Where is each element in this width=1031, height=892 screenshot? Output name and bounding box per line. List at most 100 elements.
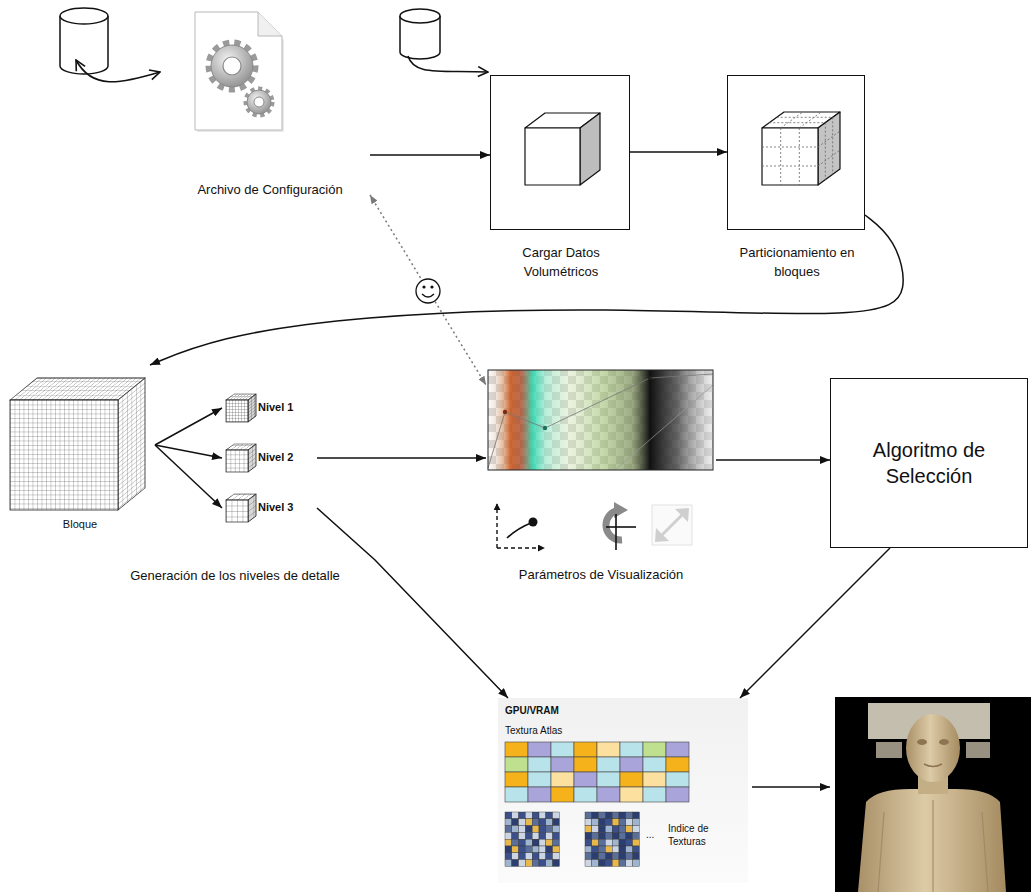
atlas-cell bbox=[597, 772, 620, 787]
level-cube bbox=[248, 444, 256, 472]
index-cell bbox=[592, 819, 599, 826]
atlas-cell bbox=[505, 787, 528, 802]
atlas-cell bbox=[643, 742, 666, 757]
index-cell bbox=[592, 812, 599, 819]
index-cell bbox=[505, 826, 512, 833]
index-cell bbox=[619, 839, 626, 846]
level-cube bbox=[248, 494, 256, 522]
index-cell bbox=[612, 832, 619, 839]
level-label: Nivel 2 bbox=[258, 451, 293, 465]
index-cell bbox=[546, 853, 553, 860]
rendered-volume bbox=[878, 800, 988, 892]
index-cell bbox=[512, 839, 519, 846]
index-cell bbox=[633, 812, 640, 819]
atlas-cell bbox=[620, 757, 643, 772]
index-cell bbox=[619, 832, 626, 839]
transfer-function bbox=[488, 370, 713, 470]
flow-arrow bbox=[155, 408, 222, 445]
interaction-link bbox=[370, 195, 486, 385]
index-cell bbox=[532, 812, 539, 819]
index-cell bbox=[532, 819, 539, 826]
index-cell bbox=[539, 860, 546, 867]
atlas-cell bbox=[666, 787, 689, 802]
translate-icon bbox=[497, 504, 544, 548]
box-title: Algoritmo de Selección bbox=[843, 437, 1015, 489]
index-cell bbox=[519, 846, 526, 853]
index-cell bbox=[539, 812, 546, 819]
index-cell bbox=[626, 832, 633, 839]
transfer-function bbox=[488, 370, 713, 470]
rendered-volume bbox=[876, 742, 902, 758]
index-cell bbox=[546, 832, 553, 839]
transfer-function bbox=[488, 370, 713, 470]
database-symbol bbox=[60, 8, 108, 74]
index-cell bbox=[585, 839, 592, 846]
texture-index bbox=[505, 812, 639, 866]
atlas-cell bbox=[528, 742, 551, 757]
index-cell bbox=[605, 839, 612, 846]
block-cube-figure bbox=[10, 378, 145, 510]
transfer-function bbox=[615, 385, 713, 470]
rendered-volume bbox=[917, 739, 927, 745]
index-cell bbox=[633, 846, 640, 853]
index-cell bbox=[599, 846, 606, 853]
index-cell bbox=[592, 846, 599, 853]
rotate-icon bbox=[615, 514, 617, 550]
user-smiley bbox=[430, 285, 433, 288]
level-cube bbox=[226, 400, 248, 422]
index-cell bbox=[626, 860, 633, 867]
index-cell bbox=[539, 839, 546, 846]
config-file-icon bbox=[195, 12, 282, 130]
index-cell bbox=[553, 853, 560, 860]
index-cell bbox=[605, 853, 612, 860]
index-cell bbox=[532, 826, 539, 833]
index-cell bbox=[539, 819, 546, 826]
index-cell bbox=[532, 860, 539, 867]
index-cell bbox=[599, 832, 606, 839]
atlas-cell bbox=[643, 772, 666, 787]
index-cell bbox=[626, 853, 633, 860]
index-cell bbox=[619, 819, 626, 826]
partitioned-cube bbox=[762, 112, 840, 185]
index-cell bbox=[619, 826, 626, 833]
index-cell bbox=[512, 832, 519, 839]
level-cube bbox=[248, 394, 256, 422]
node-caption: Cargar Datos Volumétricos bbox=[501, 243, 621, 281]
block-cube-figure bbox=[10, 400, 118, 510]
index-cell bbox=[585, 819, 592, 826]
config-file-icon bbox=[246, 89, 272, 115]
block-cube: Bloque bbox=[5, 365, 155, 515]
index-cell bbox=[585, 832, 592, 839]
index-cell bbox=[553, 846, 560, 853]
level-cube bbox=[226, 500, 248, 522]
atlas-cell bbox=[528, 772, 551, 787]
config-file-icon bbox=[254, 97, 264, 107]
index-cell bbox=[585, 853, 592, 860]
atlas-cell bbox=[597, 757, 620, 772]
gpu-panel bbox=[498, 698, 748, 883]
index-cell bbox=[626, 839, 633, 846]
config-file: Archivo de Configuración bbox=[170, 10, 370, 205]
atlas-cell bbox=[620, 742, 643, 757]
config-file-icon bbox=[195, 12, 284, 132]
flow-arrow bbox=[716, 459, 830, 461]
index-cell bbox=[546, 819, 553, 826]
index-cell bbox=[539, 846, 546, 853]
transfer-function bbox=[543, 426, 547, 430]
index-cell bbox=[525, 819, 532, 826]
block-cube-figure bbox=[10, 400, 118, 510]
block-cube-figure bbox=[118, 378, 145, 510]
user-smiley bbox=[422, 285, 425, 288]
index-cell bbox=[619, 860, 626, 867]
scale-icon bbox=[660, 513, 684, 537]
index-cell bbox=[519, 832, 526, 839]
index-cell bbox=[612, 819, 619, 826]
index-cell bbox=[592, 860, 599, 867]
level-cube bbox=[248, 444, 256, 472]
index-cell bbox=[605, 832, 612, 839]
index-cell bbox=[626, 819, 633, 826]
gpu-memory-panel: GPU/VRAMTextura AtlasIndice de Texturas bbox=[498, 698, 748, 883]
user-smiley bbox=[416, 279, 440, 303]
scale-icon bbox=[675, 508, 689, 522]
index-cell bbox=[553, 812, 560, 819]
